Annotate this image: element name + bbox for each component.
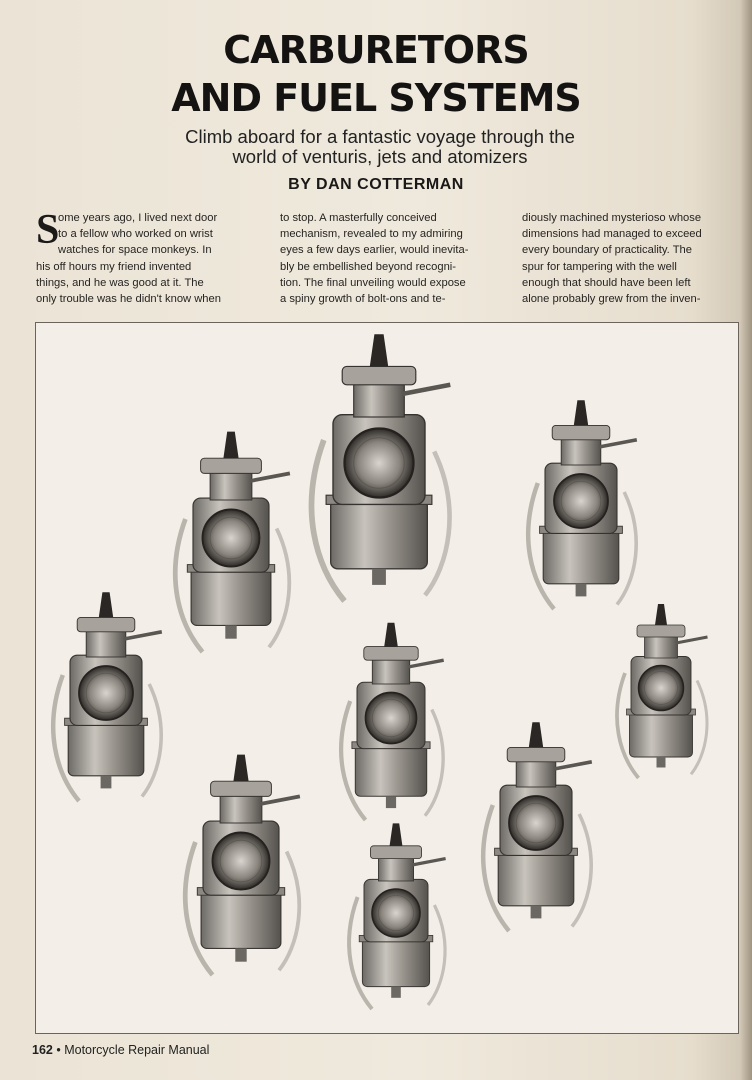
carburetor-shape <box>525 400 638 611</box>
body-line: mechanism, revealed to my admiring <box>280 228 463 241</box>
carburetor-shape <box>347 823 447 1011</box>
drop-cap: S <box>36 207 60 253</box>
body-line: every boundary of practicality. The <box>522 244 692 257</box>
carburetor-shape <box>50 592 163 803</box>
page-number: 162 <box>32 1043 53 1057</box>
body-line: a spiny growth of bolt-ons and te- <box>280 292 446 305</box>
body-column-3: diously machined mysterioso whose dimens… <box>522 210 744 307</box>
carburetor-shape <box>172 431 292 654</box>
body-line: dimensions had managed to exceed <box>522 228 702 241</box>
article-title-line1: CARBURETORS <box>223 28 529 72</box>
body-column-1: ome years ago, I lived next door to a fe… <box>36 210 258 307</box>
footer-separator: • <box>56 1043 61 1057</box>
carburetor-photo <box>35 322 739 1034</box>
body-line: his off hours my friend invented <box>36 260 192 273</box>
carburetor-shape <box>615 604 709 780</box>
page-footer: 162 • Motorcycle Repair Manual <box>32 1043 209 1057</box>
body-line: enough that should have been left <box>522 276 691 289</box>
body-line: watches for space monkeys. In <box>58 244 212 257</box>
carburetor-shape <box>308 334 452 603</box>
binding-shadow <box>740 0 752 1080</box>
carburetor-shape <box>182 754 302 977</box>
body-line: to stop. A masterfully conceived <box>280 212 437 224</box>
body-line: diously machined mysterioso whose <box>522 212 702 224</box>
carburetor-shape <box>339 622 445 822</box>
article-subtitle-line2: world of venturis, jets and atomizers <box>232 146 528 167</box>
body-line: things, and he was good at it. The <box>36 276 204 289</box>
byline: BY DAN COTTERMAN <box>288 176 464 193</box>
carburetor-shape <box>480 722 593 933</box>
publication-name: Motorcycle Repair Manual <box>64 1043 210 1057</box>
body-line: bly be embellished beyond recogni- <box>280 260 457 273</box>
body-column-2: to stop. A masterfully conceived mechani… <box>280 210 502 307</box>
body-line: alone probably grew from the inven- <box>522 292 701 305</box>
article-subtitle-line1: Climb aboard for a fantastic voyage thro… <box>185 126 575 147</box>
carburetor-illustration <box>50 334 709 1011</box>
body-line: to a fellow who worked on wrist <box>58 228 213 241</box>
body-line: tion. The final unveiling would expose <box>280 276 466 289</box>
article-title-line2: AND FUEL SYSTEMS <box>171 76 582 120</box>
body-line: ome years ago, I lived next door <box>58 212 218 224</box>
body-line: eyes a few days earlier, would inevita- <box>280 244 469 257</box>
body-line: only trouble was he didn't know when <box>36 292 221 305</box>
body-line: spur for tampering with the well <box>522 260 677 273</box>
